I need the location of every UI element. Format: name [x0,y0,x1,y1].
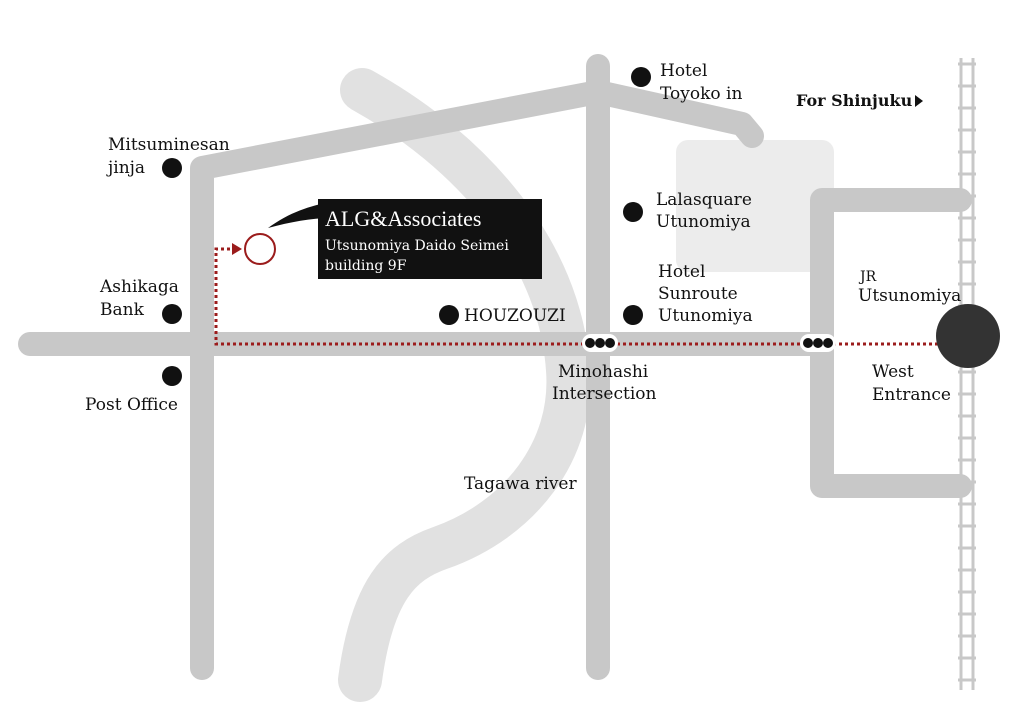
mitsuminesan-label: Mitsuminesan jinja [106,135,235,178]
tagawa-river-label: Tagawa river [464,474,577,494]
route-line [214,247,968,346]
office-address-line1: Utsunomiya Daido Seimei [325,238,509,254]
railway [958,58,976,690]
mitsuminesan-marker-icon [162,158,182,178]
post-office-label: Post Office [85,395,178,415]
lalasquare-label: Lalasquare Utunomiya [656,190,757,232]
callout-pointer [268,202,330,228]
utsunomiya-label: Utsunomiya [858,286,961,306]
city-block [676,140,834,272]
houzouzi-marker-icon [439,305,459,325]
hotel-toyoko-label: Hotel Toyoko in [660,61,742,104]
road-north-branch [586,80,764,148]
lalasquare-marker-icon [623,202,643,222]
office-name: ALG&Associates [325,206,481,231]
landmark-dots [162,67,651,386]
office-address-line2: building 9F [325,258,407,274]
route-arrow-icon [232,243,242,255]
triangle-right-icon [915,95,923,107]
ashikaga-marker-icon [162,304,182,324]
sunroute-marker-icon [623,305,643,325]
utsunomiya-station-icon[interactable] [936,304,1000,368]
minohashi-label: Minohashi Intersection [552,362,656,404]
office-marker-icon[interactable] [244,233,276,265]
houzouzi-label: HOUZOUZI [464,306,566,326]
west-entrance-label: West Entrance [872,362,951,405]
for-shinjuku-label: For Shinjuku [796,91,913,110]
traffic-light-icon [800,334,836,352]
tagawa-river [338,68,591,702]
post-office-marker-icon [162,366,182,386]
road-west-vertical [190,80,610,680]
office-callout[interactable] [318,199,542,279]
hotel-sunroute-label: Hotel Sunroute Utunomiya [658,262,753,326]
traffic-light-icon [582,334,618,352]
jr-label: JR [858,269,877,285]
hotel-toyoko-marker-icon [631,67,651,87]
ashikaga-label: Ashikaga Bank [99,277,184,320]
